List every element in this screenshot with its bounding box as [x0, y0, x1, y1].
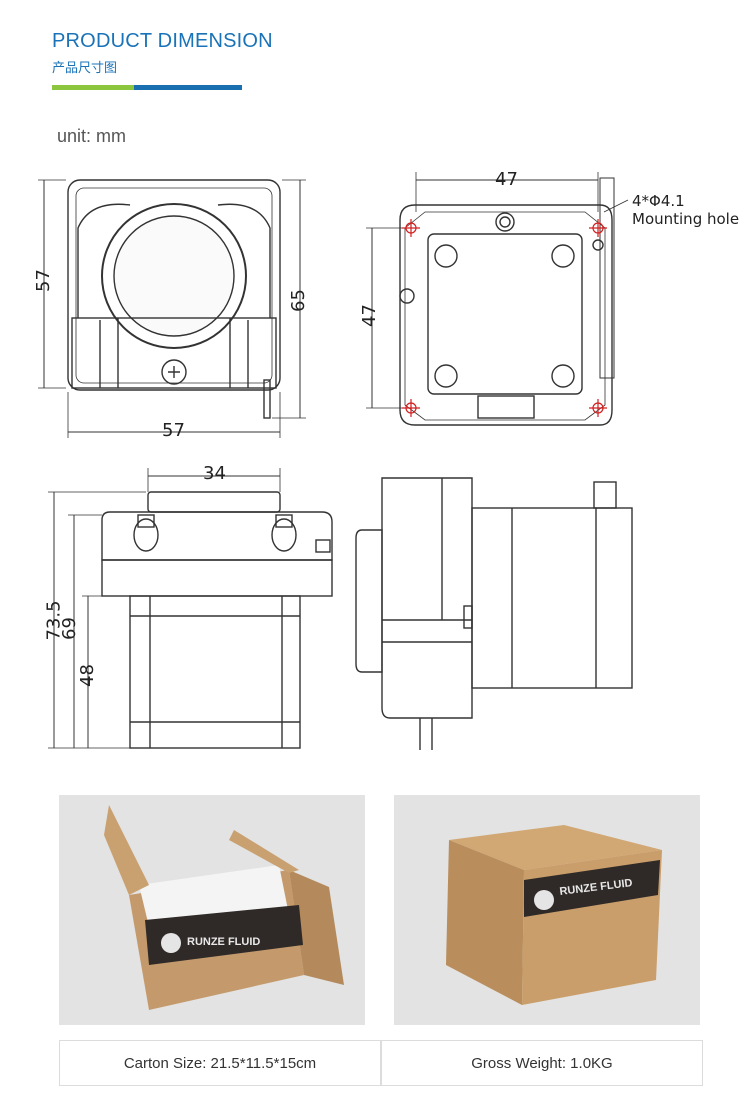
- rear-view-drawing: [366, 172, 629, 426]
- title-underline-blue: [134, 85, 242, 90]
- side-view-drawing: [48, 468, 333, 749]
- closed-carton-photo: RUNZE FLUID: [394, 795, 700, 1025]
- unit-label: unit: mm: [57, 126, 127, 146]
- front-view-drawing: [38, 179, 306, 438]
- open-box-brand: RUNZE FLUID: [187, 936, 260, 948]
- open-carton-photo: RUNZE FLUID: [59, 795, 365, 1025]
- profile-view-drawing: [355, 477, 633, 750]
- side-body-height-label: 69: [58, 617, 80, 640]
- gross-weight-caption: Gross Weight: 1.0KG: [381, 1040, 703, 1086]
- front-height-right-label: 65: [287, 289, 309, 312]
- side-width-label: 34: [203, 463, 226, 484]
- mounting-holes: [402, 219, 607, 417]
- page-title: PRODUCT DIMENSION: [52, 30, 273, 52]
- carton-size-caption: Carton Size: 21.5*11.5*15cm: [59, 1040, 381, 1086]
- hole-spec-label: 4*Φ4.1: [632, 192, 685, 210]
- front-width-label: 57: [162, 420, 185, 441]
- front-height-left-label: 57: [32, 269, 54, 292]
- page-subtitle: 产品尺寸图: [52, 60, 118, 75]
- rear-height-label: 47: [358, 304, 380, 327]
- rear-width-label: 47: [495, 169, 518, 190]
- side-motor-height-label: 48: [76, 664, 98, 687]
- mounting-hole-label: Mounting hole: [632, 210, 740, 228]
- dimension-drawings: [38, 172, 633, 750]
- title-underline-green: [52, 85, 134, 90]
